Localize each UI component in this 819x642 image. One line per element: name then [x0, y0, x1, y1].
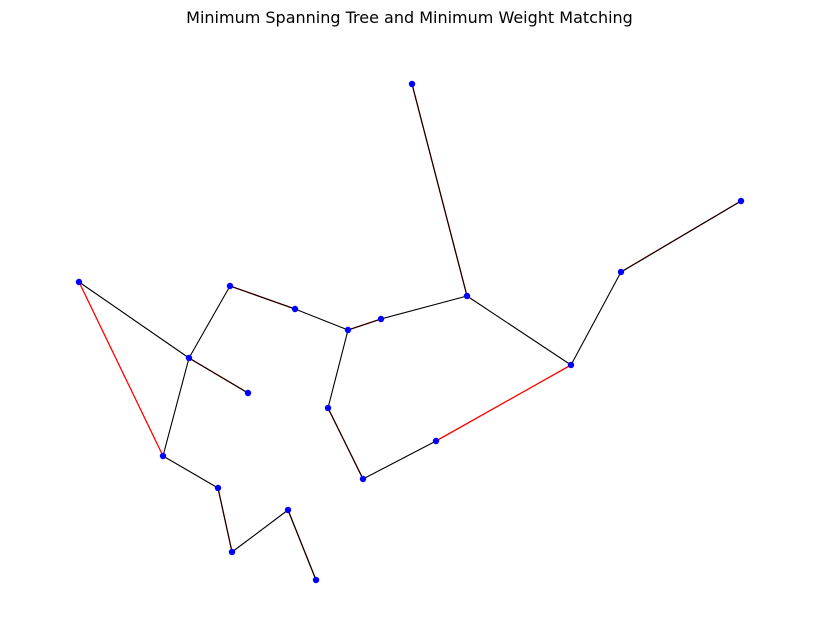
graph-node — [159, 452, 167, 460]
tree-edge — [380, 295, 468, 320]
tree-edge — [229, 285, 296, 310]
tree-edge — [162, 357, 190, 457]
tree-edge — [287, 509, 317, 581]
graph-node — [344, 326, 352, 334]
tree-edge — [188, 357, 249, 394]
tree-edge — [362, 440, 437, 480]
tree-edge — [78, 281, 190, 359]
matching-edge — [435, 364, 572, 442]
matching-edges — [78, 83, 742, 581]
tree-edge — [347, 318, 382, 331]
tree-edge — [466, 295, 572, 366]
tree-edge — [294, 308, 349, 331]
graph-node — [463, 292, 471, 300]
graph-node — [185, 354, 193, 362]
tree-edge — [327, 329, 349, 409]
graph-node — [617, 268, 625, 276]
nodes — [75, 80, 745, 584]
graph-node — [408, 80, 416, 88]
graph-node — [226, 282, 234, 290]
graph-node — [359, 475, 367, 483]
tree-edge — [162, 455, 219, 489]
graph-node — [214, 484, 222, 492]
graph-node — [75, 278, 83, 286]
figure-title: Minimum Spanning Tree and Minimum Weight… — [186, 8, 633, 27]
tree-edge — [570, 271, 622, 366]
graph-node — [432, 437, 440, 445]
tree-edge — [620, 200, 742, 273]
graph-node — [567, 361, 575, 369]
tree-edge — [188, 285, 231, 359]
tree-edge — [411, 83, 468, 297]
graph-node — [312, 576, 320, 584]
tree-edge — [217, 487, 233, 553]
graph-node — [737, 197, 745, 205]
graph-node — [377, 315, 385, 323]
graph-node — [244, 389, 252, 397]
graph-node — [284, 506, 292, 514]
graph-node — [291, 305, 299, 313]
tree-edge — [231, 509, 289, 553]
matching-edge — [78, 281, 164, 457]
tree-edges — [78, 83, 742, 581]
graph-node — [228, 548, 236, 556]
tree-edge — [327, 407, 364, 480]
graph-node — [324, 404, 332, 412]
